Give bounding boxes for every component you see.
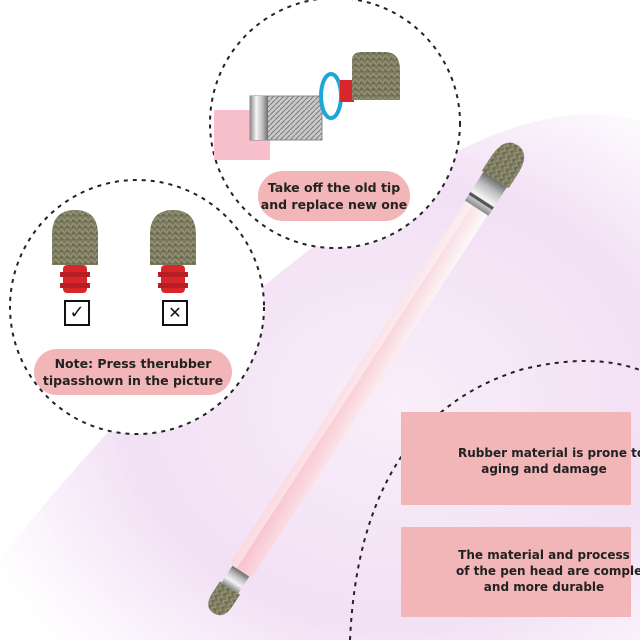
- fiber-line1: The material and process: [458, 548, 630, 562]
- note-text: Note: Press therubber tipasshown in the …: [34, 356, 232, 390]
- stylus-pen: [208, 142, 525, 616]
- note-line2: tipasshown in the picture: [42, 372, 224, 388]
- bottom-metal-ring: [221, 565, 250, 594]
- bad-tip: [150, 210, 196, 293]
- fiber-material-card: [401, 527, 631, 617]
- replace-tip-line2: and replace new one: [260, 196, 408, 212]
- note-circle: [9, 179, 265, 435]
- check-icon: ✓: [69, 302, 85, 323]
- comparison-arc: [349, 360, 640, 640]
- cross-icon: ✕: [168, 303, 182, 322]
- cross-mark-box: ✕: [162, 300, 188, 326]
- rubber-material-card: [401, 412, 631, 505]
- good-tip: [52, 210, 98, 293]
- rubber-line2: aging and damage: [481, 462, 607, 477]
- fiber-line3: and more durable: [483, 580, 605, 595]
- background-glow: [0, 114, 640, 640]
- replace-tip-text: Take off the old tip and replace new one: [258, 180, 410, 214]
- top-metal-ring: [464, 171, 507, 216]
- bottom-fiber-tip: [208, 581, 240, 616]
- check-mark-box: ✓: [64, 300, 90, 326]
- top-fiber-tip: [481, 142, 525, 189]
- note-callout: [34, 349, 232, 395]
- replace-tip-callout: [258, 171, 410, 221]
- replace-tip-detail: [214, 52, 400, 160]
- replace-tip-line1: Take off the old tip: [267, 180, 401, 195]
- rubber-line1: Rubber material is prone to: [458, 446, 640, 460]
- note-line1: Note: Press therubber: [54, 356, 212, 371]
- rubber-card-text: Rubber material is prone to aging and da…: [458, 445, 640, 477]
- fiber-line2: of the pen head are complex: [456, 564, 640, 579]
- fiber-card-text: The material and process of the pen head…: [456, 547, 640, 596]
